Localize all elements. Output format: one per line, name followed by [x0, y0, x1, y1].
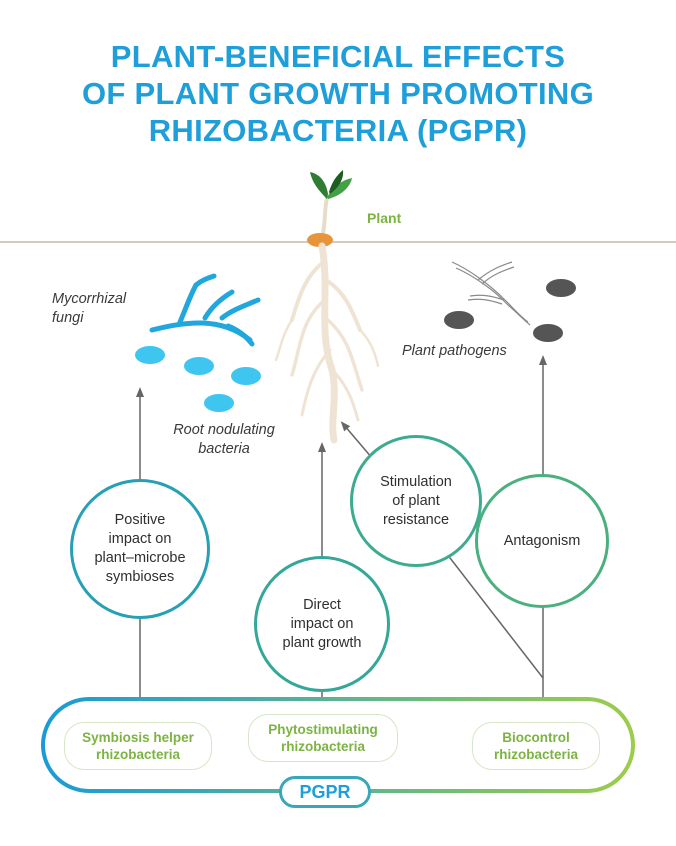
effect-positive-symbioses: Positive impact on plant–microbe symbios… — [70, 479, 210, 619]
mycorrhizal-label-line-1: Mycorrhizal — [52, 291, 127, 307]
mycorrhizal-fungi-icon — [149, 273, 261, 347]
effect-text-line: Direct — [303, 596, 341, 613]
group-phytostimulating: Phytostimulating rhizobacteria — [248, 714, 398, 762]
effect-direct-growth: Direct impact on plant growth — [254, 556, 390, 692]
effect-text-line: impact on — [108, 531, 172, 547]
group-text-line: rhizobacteria — [95, 747, 180, 762]
effect-text-line: impact on — [290, 615, 354, 632]
effect-stimulation-resistance: Stimulation of plant resistance — [350, 435, 482, 567]
title-line-1: PLANT-BENEFICIAL EFFECTS — [110, 39, 566, 74]
title-line-3: RHIZOBACTERIA (PGPR) — [148, 113, 528, 148]
group-text-line: Biocontrol — [502, 730, 570, 745]
plant-pathogens-icon — [444, 279, 576, 342]
effect-text-line: Antagonism — [503, 532, 581, 549]
effect-text-line: plant–microbe — [94, 550, 186, 566]
pgpr-label: PGPR — [279, 776, 371, 808]
group-text-line: Phytostimulating — [268, 722, 378, 737]
group-text-line: rhizobacteria — [493, 747, 579, 762]
plant-seedling-icon — [307, 170, 352, 247]
diagram-title: PLANT-BENEFICIAL EFFECTS OF PLANT GROWTH… — [0, 38, 676, 149]
group-biocontrol: Biocontrol rhizobacteria — [472, 722, 600, 770]
title-line-2: OF PLANT GROWTH PROMOTING — [81, 76, 595, 111]
group-symbiosis-helper: Symbiosis helper rhizobacteria — [64, 722, 212, 770]
group-text-line: rhizobacteria — [280, 739, 365, 754]
effect-text-line: plant growth — [282, 634, 362, 651]
effect-text-line: Stimulation — [380, 473, 452, 490]
effect-text-line: Positive — [114, 512, 166, 528]
root-nodulating-bacteria-label: Root nodulating bacteria — [158, 421, 290, 459]
plant-label: Plant — [367, 210, 402, 226]
mycorrhizal-fungi-label: Mycorrhizal fungi — [52, 290, 126, 328]
effect-text-line: resistance — [382, 511, 450, 528]
root-nodulating-label-line-2: bacteria — [198, 441, 250, 457]
plant-pathogens-label: Plant pathogens — [402, 343, 507, 359]
pathogen-hyphae-icon — [451, 261, 531, 326]
effect-text-line: of plant — [392, 492, 440, 509]
root-nodulating-label-line-1: Root nodulating — [173, 422, 275, 438]
effect-antagonism: Antagonism — [475, 474, 609, 608]
effect-text-line: symbioses — [105, 569, 175, 585]
group-text-line: Symbiosis helper — [82, 730, 194, 745]
plant-roots — [274, 242, 380, 444]
mycorrhizal-label-line-2: fungi — [52, 310, 84, 326]
root-nodulating-bacteria-icon — [135, 346, 261, 412]
